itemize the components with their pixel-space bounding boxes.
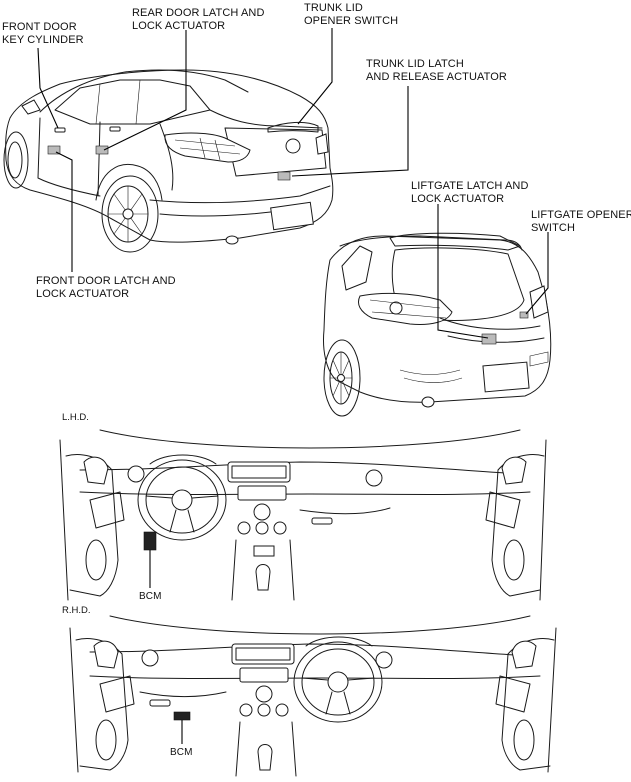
- label-line: REAR DOOR LATCH AND: [132, 7, 265, 19]
- label-line: TRUNK LID LATCH: [366, 58, 464, 70]
- leader-lines: [37, 28, 549, 339]
- label-line: FRONT DOOR: [2, 21, 77, 33]
- label-trunk-lid-opener-switch: TRUNK LID OPENER SWITCH: [304, 2, 398, 28]
- dashboard-lhd: [59, 429, 547, 601]
- bcm-label-rhd: BCM: [170, 747, 193, 758]
- label-line: AND RELEASE ACTUATOR: [366, 71, 507, 83]
- label-line: LIFTGATE LATCH AND: [411, 180, 529, 192]
- label-liftgate-latch: LIFTGATE LATCH AND LOCK ACTUATOR: [411, 180, 529, 206]
- sedan-illustration: [3, 69, 334, 253]
- label-line: KEY CYLINDER: [2, 34, 84, 46]
- label-front-door-latch: FRONT DOOR LATCH AND LOCK ACTUATOR: [36, 275, 176, 301]
- section-label-lhd: L.H.D.: [62, 412, 89, 423]
- label-liftgate-opener-switch: LIFTGATE OPENER SWITCH: [531, 209, 631, 235]
- label-line: OPENER SWITCH: [304, 15, 399, 27]
- label-line: FRONT DOOR LATCH AND: [36, 275, 176, 287]
- label-line: LIFTGATE OPENER: [531, 209, 631, 221]
- label-trunk-lid-latch: TRUNK LID LATCH AND RELEASE ACTUATOR: [366, 58, 507, 84]
- section-label-rhd: R.H.D.: [62, 605, 91, 616]
- label-line: LOCK ACTUATOR: [411, 193, 505, 205]
- label-line: SWITCH: [531, 222, 575, 234]
- label-line: TRUNK LID: [304, 2, 363, 14]
- label-line: LOCK ACTUATOR: [132, 20, 226, 32]
- label-line: LOCK ACTUATOR: [36, 288, 130, 300]
- label-front-door-key-cylinder: FRONT DOOR KEY CYLINDER: [2, 21, 84, 47]
- label-rear-door-latch: REAR DOOR LATCH AND LOCK ACTUATOR: [132, 7, 265, 33]
- hatchback-illustration: [323, 232, 552, 417]
- bcm-label-lhd: BCM: [139, 591, 162, 602]
- dashboard-rhd: [69, 615, 557, 777]
